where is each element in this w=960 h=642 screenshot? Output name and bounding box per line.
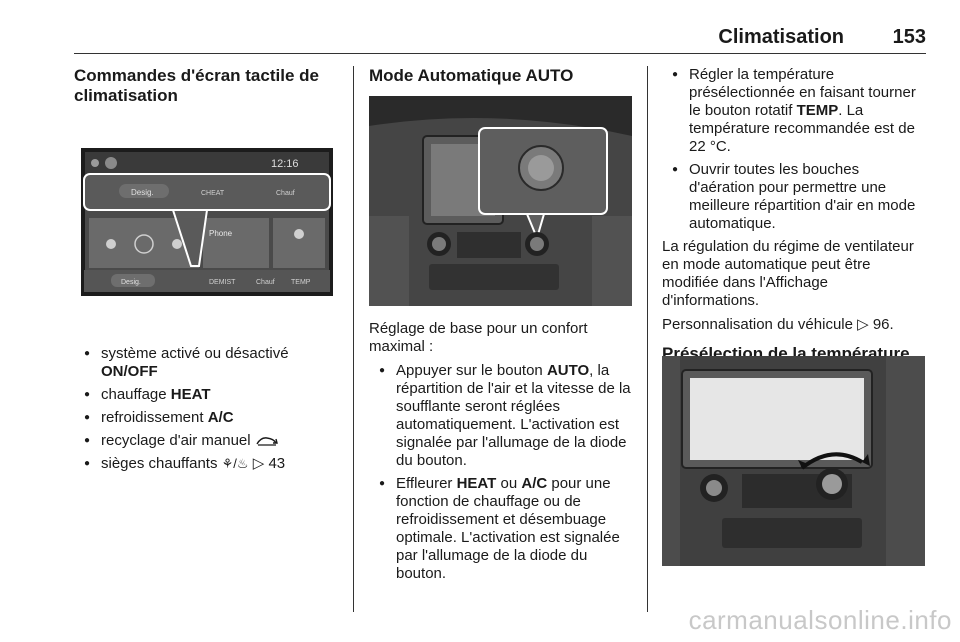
list-item: chauffage HEAT <box>74 386 336 404</box>
touchscreen-figure: 12:16 Desig. CHEAT Chauf Phone Desig. DE… <box>81 148 333 296</box>
page-reference[interactable]: ▷ 43 <box>252 455 286 472</box>
auto-mode-figure <box>369 96 632 306</box>
list-item: Appuyer sur le bouton AUTO, la répartiti… <box>369 362 632 470</box>
temperature-figure <box>662 356 925 566</box>
section-title-touchscreen: Commandes d'écran tactile de climatisati… <box>74 66 319 105</box>
list-item: sièges chauffants ⚘/♨ ▷ 43 <box>74 455 336 473</box>
watermark: carmanualsonline.info <box>688 605 952 635</box>
list-item: Régler la température présélectionnée en… <box>662 66 926 156</box>
screen-top-chip: Desig. <box>131 188 154 197</box>
screen-bottom-right: TEMP <box>291 279 311 286</box>
dashboard-auto-illustration <box>369 96 632 306</box>
screen-top-mid: CHEAT <box>201 190 225 197</box>
air-recirculation-icon <box>256 437 278 446</box>
column-2-title: Mode Automatique AUTO <box>369 66 632 86</box>
screen-bottom-mid2: Chauf <box>256 279 275 286</box>
page-header: Climatisation 153 <box>74 22 926 54</box>
auto-caption: Réglage de base pour un confort maximal … <box>369 320 588 355</box>
column-divider-2 <box>647 66 648 612</box>
column-1-list: système activé ou désactivé ON/OFF chauf… <box>74 345 336 478</box>
auto-steps-list: Appuyer sur le bouton AUTO, la répartiti… <box>369 362 632 583</box>
auto-tips-list: Régler la température présélectionnée en… <box>662 66 926 233</box>
temp-knob-illustration <box>662 356 925 566</box>
screen-bottom-chip: Desig. <box>121 279 141 286</box>
screen-bottom-mid: DEMIST <box>209 279 236 286</box>
list-item: refroidissement A/C <box>74 409 336 427</box>
touchscreen-controls-list: système activé ou désactivé ON/OFF chauf… <box>74 345 336 473</box>
column-divider-1 <box>353 66 354 612</box>
page-number: 153 <box>892 26 926 48</box>
screen-top-mid2: Chauf <box>276 190 295 197</box>
section-title-auto: Mode Automatique AUTO <box>369 66 574 85</box>
list-item: système activé ou désactivé ON/OFF <box>74 345 336 381</box>
column-2-text: Réglage de base pour un confort maximal … <box>369 320 632 588</box>
list-item: Ouvrir toutes les bouches d'aération pou… <box>662 161 926 233</box>
chapter-title: Climatisation <box>718 26 844 48</box>
personalisation-reference[interactable]: Personnalisation du véhicule ▷ 96. <box>662 316 894 333</box>
heated-seat-icon: ⚘/♨ <box>221 456 249 471</box>
list-item: recyclage d'air manuel <box>74 432 336 450</box>
screen-clock: 12:16 <box>271 158 299 170</box>
list-item: Effleurer HEAT ou A/C pour une fonction … <box>369 475 632 583</box>
column-3: Régler la température présélectionnée en… <box>662 66 926 364</box>
touchscreen-illustration: 12:16 Desig. CHEAT Chauf Phone Desig. DE… <box>81 148 333 296</box>
screen-media-label: Phone <box>209 229 233 238</box>
column-1: Commandes d'écran tactile de climatisati… <box>74 66 336 106</box>
fan-speed-paragraph: La régulation du régime de ventilateur e… <box>662 238 914 309</box>
